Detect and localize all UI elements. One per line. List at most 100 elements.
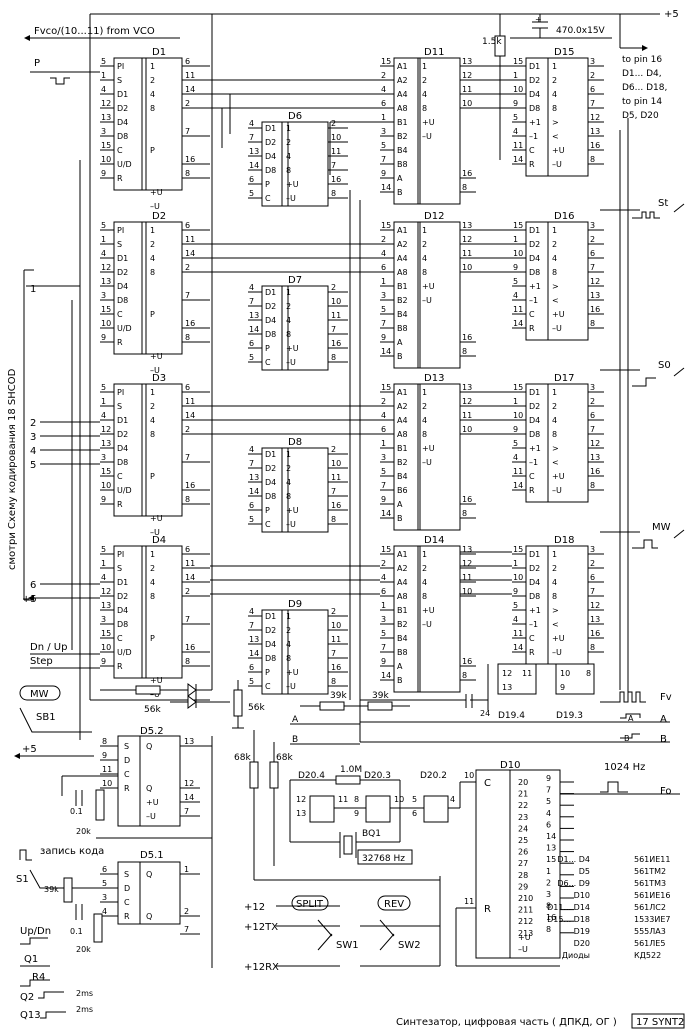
- r68k-b: [269, 761, 279, 789]
- d2-rpin-2: 2: [185, 263, 190, 272]
- d14-label-a8: A8: [397, 592, 408, 601]
- d1-pin-4: 4: [101, 85, 106, 94]
- d3-out-0: 1: [150, 388, 155, 397]
- d3-out-3: 8: [150, 430, 155, 439]
- zapis-label: запись кода: [40, 846, 104, 857]
- d5-2-pin-11: 11: [102, 765, 112, 774]
- d17-label-d1: D1: [529, 388, 540, 397]
- d19-3-label: D19.3: [556, 711, 583, 721]
- footer-code: 17 SYNT2: [636, 1017, 684, 1028]
- d16-pin-15: 15: [513, 221, 523, 230]
- d1-out-10: –U: [150, 202, 160, 211]
- d11-body: [393, 57, 461, 205]
- footer-title: Синтезатор, цифровая часть ( ДПКД, ОГ ): [396, 1017, 617, 1028]
- d18-pin-10: 10: [513, 573, 523, 582]
- chip-layer: D15PI1S4D112D213D43D815C10U/D9R1248P+U–U…: [100, 47, 604, 699]
- d3-rpin-7: 7: [185, 453, 190, 462]
- bom-part-2: 561ТМ3: [634, 879, 666, 888]
- d9-rpin-16: 16: [331, 663, 341, 672]
- d6-rpin-11: 11: [331, 147, 341, 156]
- d11-pin-1: 1: [381, 113, 386, 122]
- d19-gates: 12 13 11 10 9 8 D19.4 D19.3 24: [360, 663, 595, 721]
- d6-out-0: 1: [286, 124, 291, 133]
- d15-out-1: 2: [552, 76, 557, 85]
- d11-label-b2: B2: [397, 132, 408, 141]
- d19-3-pin-8: 8: [586, 669, 591, 678]
- d11-pin-6: 6: [381, 99, 386, 108]
- d15-pin-10: 10: [513, 85, 523, 94]
- d18-out-2: 4: [552, 578, 557, 587]
- d16-out-3: 8: [552, 268, 557, 277]
- d3-out-1: 2: [150, 402, 155, 411]
- d5-1-pin-4: 4: [102, 907, 107, 916]
- d6-label-d2: D2: [265, 138, 276, 147]
- d15-pin-5: 5: [513, 113, 518, 122]
- d9-out-5: –U: [286, 682, 296, 691]
- d11-label-a4: A4: [397, 90, 408, 99]
- d11-pin-14: 14: [381, 183, 391, 192]
- d12-pin-9: 9: [381, 333, 386, 342]
- d13-out-0: 1: [422, 388, 427, 397]
- d3-pin-12: 12: [101, 425, 111, 434]
- d8-pin-5: 5: [249, 515, 254, 524]
- d6-rpin-16: 16: [331, 175, 341, 184]
- d6-rpin-10: 10: [331, 133, 341, 142]
- d15-out-2: 4: [552, 90, 557, 99]
- d8-label-d2: D2: [265, 464, 276, 473]
- d13-pin-4: 4: [381, 411, 386, 420]
- d12-body: [393, 221, 461, 369]
- b-pulse-mark: B: [624, 734, 630, 743]
- d3-label-s: S: [117, 402, 122, 411]
- d10-q-2: 22: [518, 801, 528, 810]
- d17-rpin-13: 13: [590, 453, 600, 462]
- r20k-a: [95, 789, 105, 821]
- d15-label-d8: D8: [529, 104, 540, 113]
- rev-button: [377, 895, 411, 911]
- d9-label-d2: D2: [265, 626, 276, 635]
- d9-label-d1: D1: [265, 612, 276, 621]
- d16-rpin-8: 8: [590, 319, 595, 328]
- d11-label-b: B: [397, 188, 403, 197]
- right-outputs: St S0 MW Fv A A B B A B 1024 Hz Fo: [290, 198, 685, 797]
- d12-label-a4: A4: [397, 254, 408, 263]
- d5-2-pin-9: 9: [102, 751, 107, 760]
- d5-1-out-1: Q: [146, 912, 152, 921]
- ms1-label: 2ms: [76, 989, 93, 998]
- d2-pin-4: 4: [101, 249, 106, 258]
- d15-rpin-7: 7: [590, 99, 595, 108]
- d2-label-d4: D4: [117, 282, 128, 291]
- footer-code-box: [631, 1013, 685, 1029]
- d17-label-r: R: [529, 486, 535, 495]
- d3-rpin-6: 6: [185, 383, 190, 392]
- d9-rpin-10: 10: [331, 621, 341, 630]
- d13-rpin-8: 8: [462, 509, 467, 518]
- d9-body: [261, 609, 329, 695]
- d1-pin-10: 10: [101, 155, 111, 164]
- d5-2-label-0: S: [124, 742, 129, 751]
- bom-ref-6: D19: [574, 927, 590, 936]
- top-plus5-label: +5: [664, 9, 679, 20]
- d9-pin-7: 7: [249, 621, 254, 630]
- d2-body: [113, 221, 183, 355]
- d14-chip: D1415A12A24A46A81B13B25B47B89A14B1248+U–…: [380, 535, 476, 693]
- d16-pin-9: 9: [513, 263, 518, 272]
- d13-rpin-16: 16: [462, 495, 472, 504]
- d2-label-d2: D2: [117, 268, 128, 277]
- d7-rpin-10: 10: [331, 297, 341, 306]
- d10-pin-1: 7: [546, 786, 551, 795]
- d6-name: D6: [288, 111, 302, 122]
- d5-2-pin-8: 8: [102, 737, 107, 746]
- d10-q-10: 210: [518, 894, 533, 903]
- to-pin-2: D6... D18,: [622, 83, 667, 93]
- d1-chip: D15PI1S4D112D213D43D815C10U/D9R1248P+U–U…: [100, 47, 210, 211]
- d1-out-1: 2: [150, 76, 155, 85]
- d15-body: [525, 57, 589, 177]
- d3-pin-13: 13: [101, 439, 111, 448]
- d11-pin-2: 2: [381, 71, 386, 80]
- d3-out-10: –U: [150, 528, 160, 537]
- d2-chip: D25PI1S4D112D213D43D815C10U/D9R1248P+U–U…: [100, 211, 210, 375]
- d14-rpin-13: 13: [462, 545, 472, 554]
